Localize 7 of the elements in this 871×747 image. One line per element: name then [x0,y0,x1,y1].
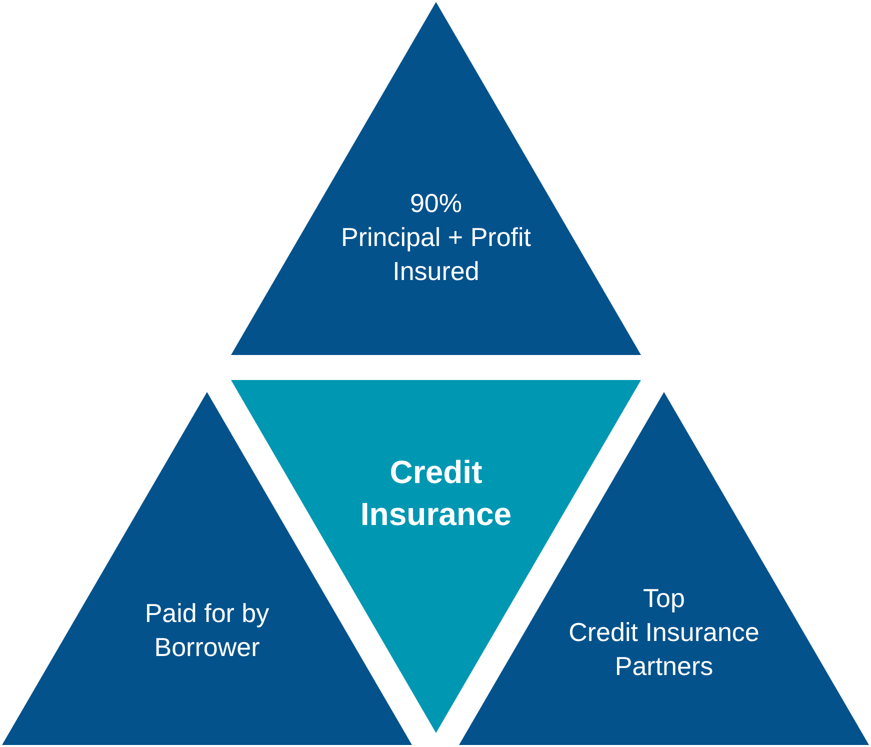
triangle-label: Insured [392,254,480,288]
triangle-label: 90% [410,187,462,220]
center-heading: Credit Insurance [359,453,513,534]
triangle-label: Paid for by Borrower [144,597,270,664]
triangle-label: Principal + Profit [340,220,532,254]
triangle-label: Top [643,582,685,615]
triangle-label: Credit Insurance Partners [568,616,760,683]
